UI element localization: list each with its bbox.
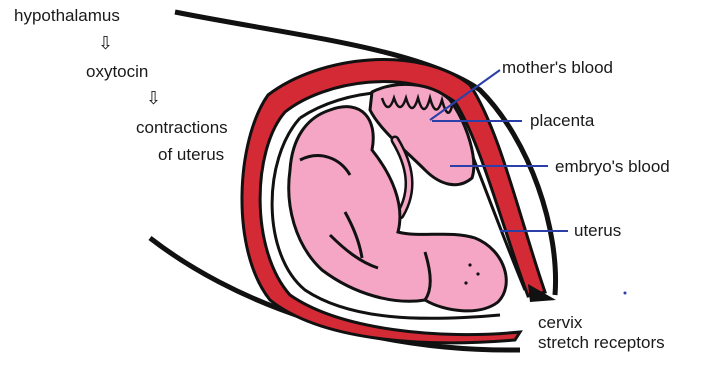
label-stretch-receptors: stretch receptors	[538, 333, 665, 353]
down-arrow-icon: ⇩	[146, 89, 161, 107]
label-placenta: placenta	[530, 111, 594, 131]
stray-dot	[624, 292, 627, 295]
embryo-dot	[464, 281, 467, 284]
label-embryos-blood: embryo's blood	[555, 157, 670, 177]
flow-step-contractions: contractions	[136, 118, 228, 138]
label-uterus: uterus	[574, 221, 621, 241]
down-arrow-icon: ⇩	[98, 34, 113, 52]
flow-step-oxytocin: oxytocin	[86, 62, 148, 82]
flow-step-of-uterus: of uterus	[158, 145, 224, 165]
embryo-dot	[476, 272, 479, 275]
label-cervix: cervix	[538, 313, 582, 333]
label-mothers-blood: mother's blood	[502, 58, 613, 78]
embryo-dot	[468, 263, 471, 266]
flow-step-hypothalamus: hypothalamus	[14, 6, 120, 26]
